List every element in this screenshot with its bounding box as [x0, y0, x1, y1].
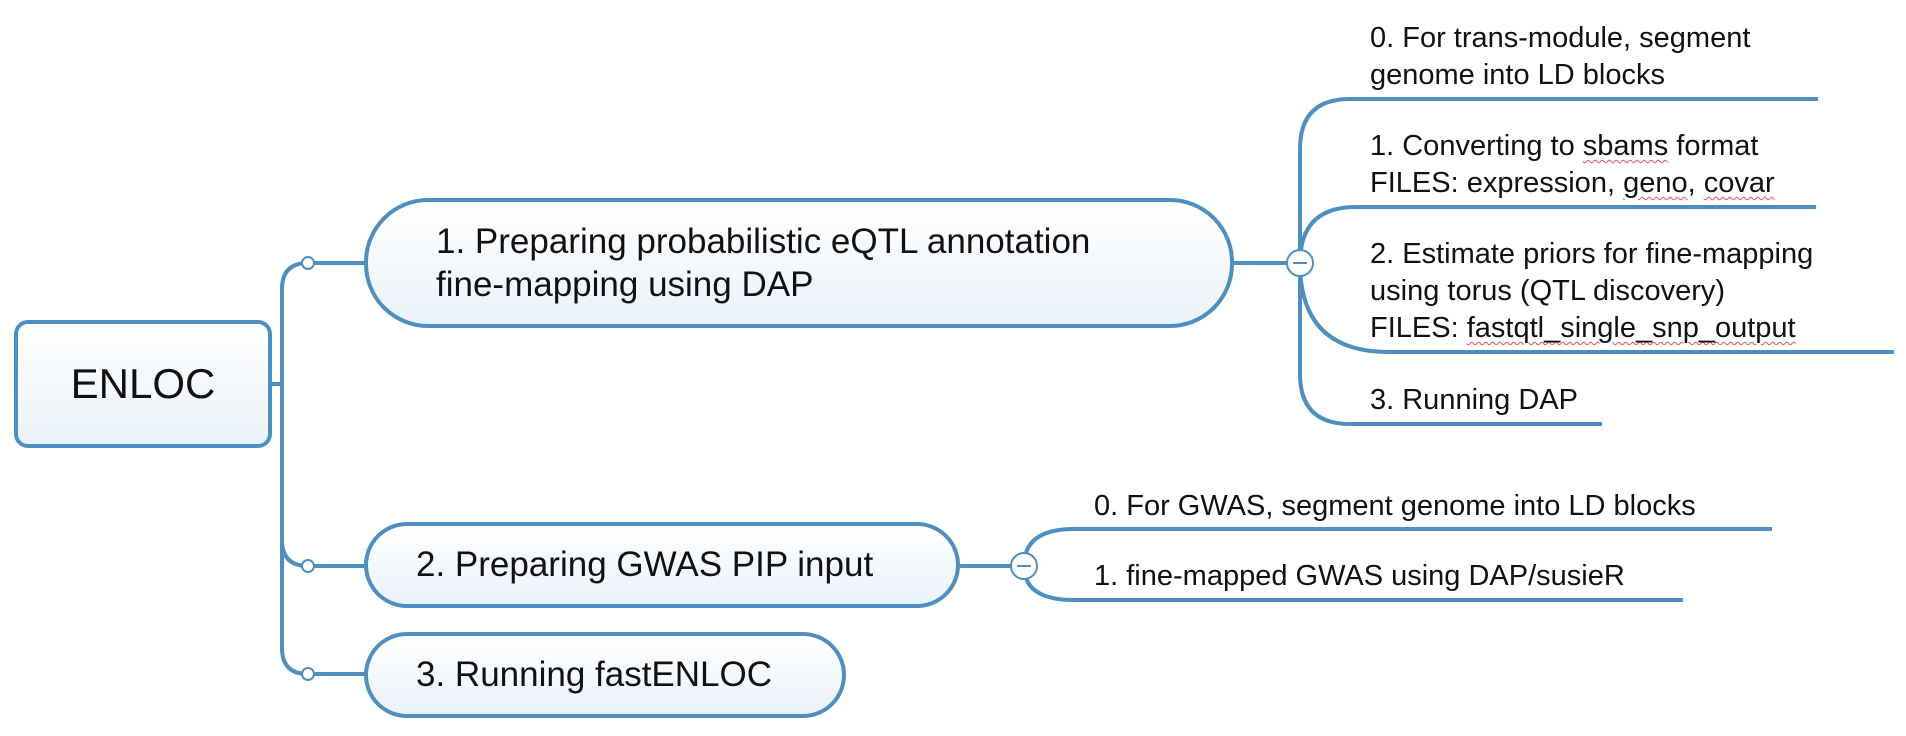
leaf-line: 0. For trans-module, segment [1370, 22, 1751, 54]
expand-dot-icon[interactable] [301, 256, 315, 270]
leaf-node-1-1[interactable]: 1. Converting to sbams format FILES: exp… [1370, 128, 1775, 202]
leaf-node-1-2[interactable]: 2. Estimate priors for fine-mapping usin… [1370, 236, 1813, 347]
root-spine [280, 261, 309, 676]
branch-2-label: 2. Preparing GWAS PIP input [416, 545, 874, 584]
leaf-line: genome into LD blocks [1370, 59, 1665, 91]
root-node[interactable]: ENLOC [14, 320, 272, 448]
leaf-node-1-3[interactable]: 3. Running DAP [1370, 382, 1578, 419]
leaf-line: using torus (QTL discovery) [1370, 275, 1726, 307]
branch-1-label: 1. Preparing probabilistic eQTL annotati… [436, 220, 1090, 306]
leaf-line: FILES: fastqtl_single_snp_output [1370, 312, 1796, 344]
collapse-minus-icon[interactable] [1286, 249, 1314, 277]
branch-node-3[interactable]: 3. Running fastENLOC [364, 632, 846, 718]
collapse-minus-icon[interactable] [1010, 552, 1038, 580]
leaf-line: 2. Estimate priors for fine-mapping [1370, 238, 1814, 270]
leaf-line: 3. Running DAP [1370, 384, 1578, 416]
expand-dot-icon[interactable] [301, 667, 315, 681]
leaf-node-2-0[interactable]: 0. For GWAS, segment genome into LD bloc… [1094, 488, 1696, 525]
leaf-line: 1. fine-mapped GWAS using DAP/susieR [1094, 560, 1625, 592]
expand-dot-icon[interactable] [301, 559, 315, 573]
branch-1-label-line: fine-mapping using DAP [436, 265, 814, 304]
leaf-line: 1. Converting to sbams format [1370, 130, 1759, 162]
leaf-line: 0. For GWAS, segment genome into LD bloc… [1094, 490, 1696, 522]
branch-node-2[interactable]: 2. Preparing GWAS PIP input [364, 522, 960, 608]
leaf-node-1-0[interactable]: 0. For trans-module, segment genome into… [1370, 20, 1750, 94]
branch-3-label: 3. Running fastENLOC [416, 655, 773, 694]
branch-node-1[interactable]: 1. Preparing probabilistic eQTL annotati… [364, 198, 1234, 328]
connector-to-branch-2 [280, 539, 364, 568]
root-label: ENLOC [70, 360, 216, 407]
leaf-line: FILES: expression, geno, covar [1370, 167, 1775, 199]
leaf-node-2-1[interactable]: 1. fine-mapped GWAS using DAP/susieR [1094, 558, 1625, 595]
branch-1-label-line: 1. Preparing probabilistic eQTL annotati… [436, 222, 1091, 261]
leaf-1-2-curve [1298, 262, 1894, 354]
